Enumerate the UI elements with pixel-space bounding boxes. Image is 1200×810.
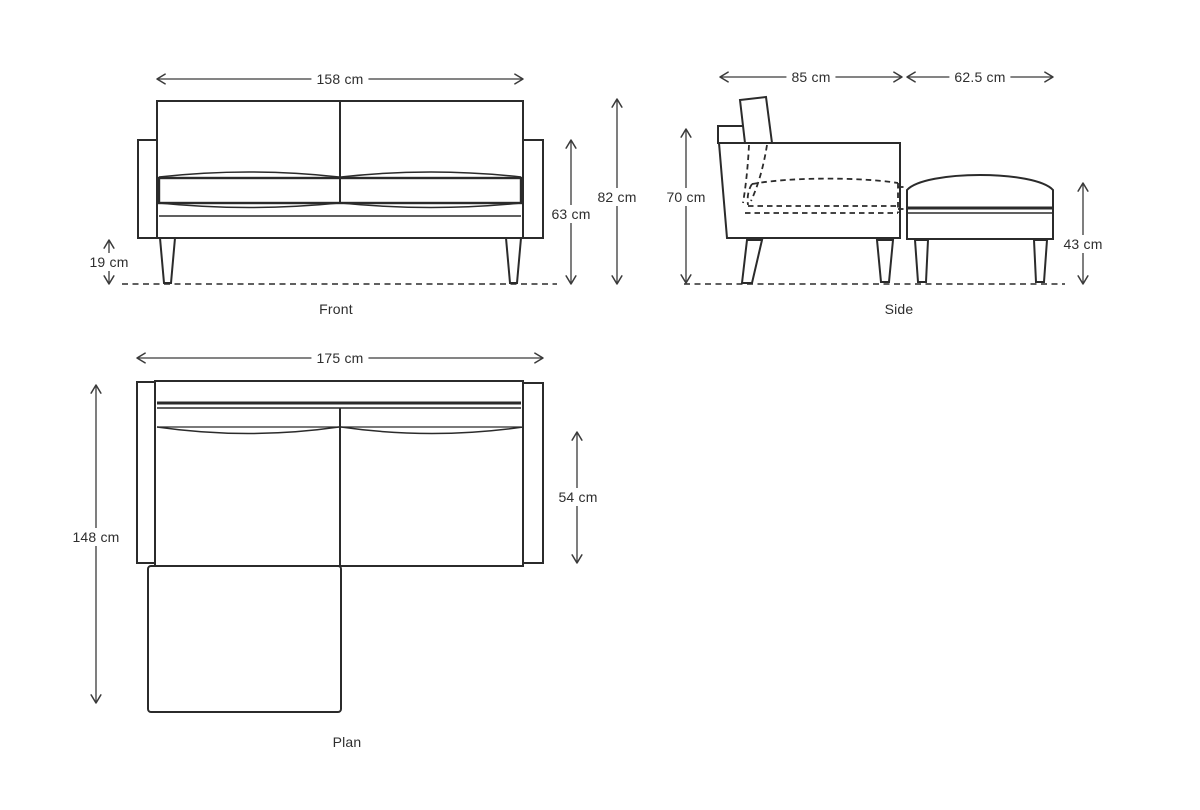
side-footstool-depth-dimension: 62.5 cm: [949, 68, 1011, 86]
side-footstool-left-leg: [913, 239, 930, 283]
plan-chaise: [147, 565, 342, 713]
side-height-dimension: 70 cm: [661, 188, 711, 206]
plan-view-label: Plan: [332, 734, 362, 750]
front-leg-height-dimension: 19 cm: [84, 253, 134, 271]
plan-seat-depth-dimension: 54 cm: [553, 488, 603, 506]
side-back-leg: [740, 239, 764, 284]
side-sofa-body: [717, 142, 901, 239]
plan-left-arm: [136, 381, 156, 564]
side-back-cushion: [738, 95, 774, 144]
front-left-arm: [137, 139, 158, 239]
side-footstool-height-dimension: 43 cm: [1058, 235, 1108, 253]
plan-width-dimension: 175 cm: [311, 349, 369, 367]
front-right-leg: [504, 237, 523, 284]
side-hidden-cushion-lines: [742, 144, 906, 214]
side-view-label: Side: [884, 301, 914, 317]
side-footstool-right-leg: [1032, 239, 1049, 283]
plan-view-drawing: [136, 380, 544, 713]
side-front-leg: [875, 239, 895, 283]
plan-depth-dimension: 148 cm: [67, 528, 125, 546]
front-left-leg: [158, 237, 177, 284]
front-view-label: Front: [319, 301, 353, 317]
side-view-drawing: [717, 95, 1054, 284]
front-back-height-dimension: 63 cm: [546, 205, 596, 223]
front-height-dimension: 82 cm: [592, 188, 642, 206]
front-width-dimension: 158 cm: [311, 70, 369, 88]
plan-right-arm: [522, 382, 544, 564]
front-right-arm: [522, 139, 544, 239]
front-view-drawing: [137, 100, 544, 284]
front-dimension-lines: [103, 73, 623, 285]
plan-dimension-lines: [90, 352, 583, 704]
side-footstool-body: [906, 174, 1054, 240]
side-depth-dimension: 85 cm: [786, 68, 836, 86]
